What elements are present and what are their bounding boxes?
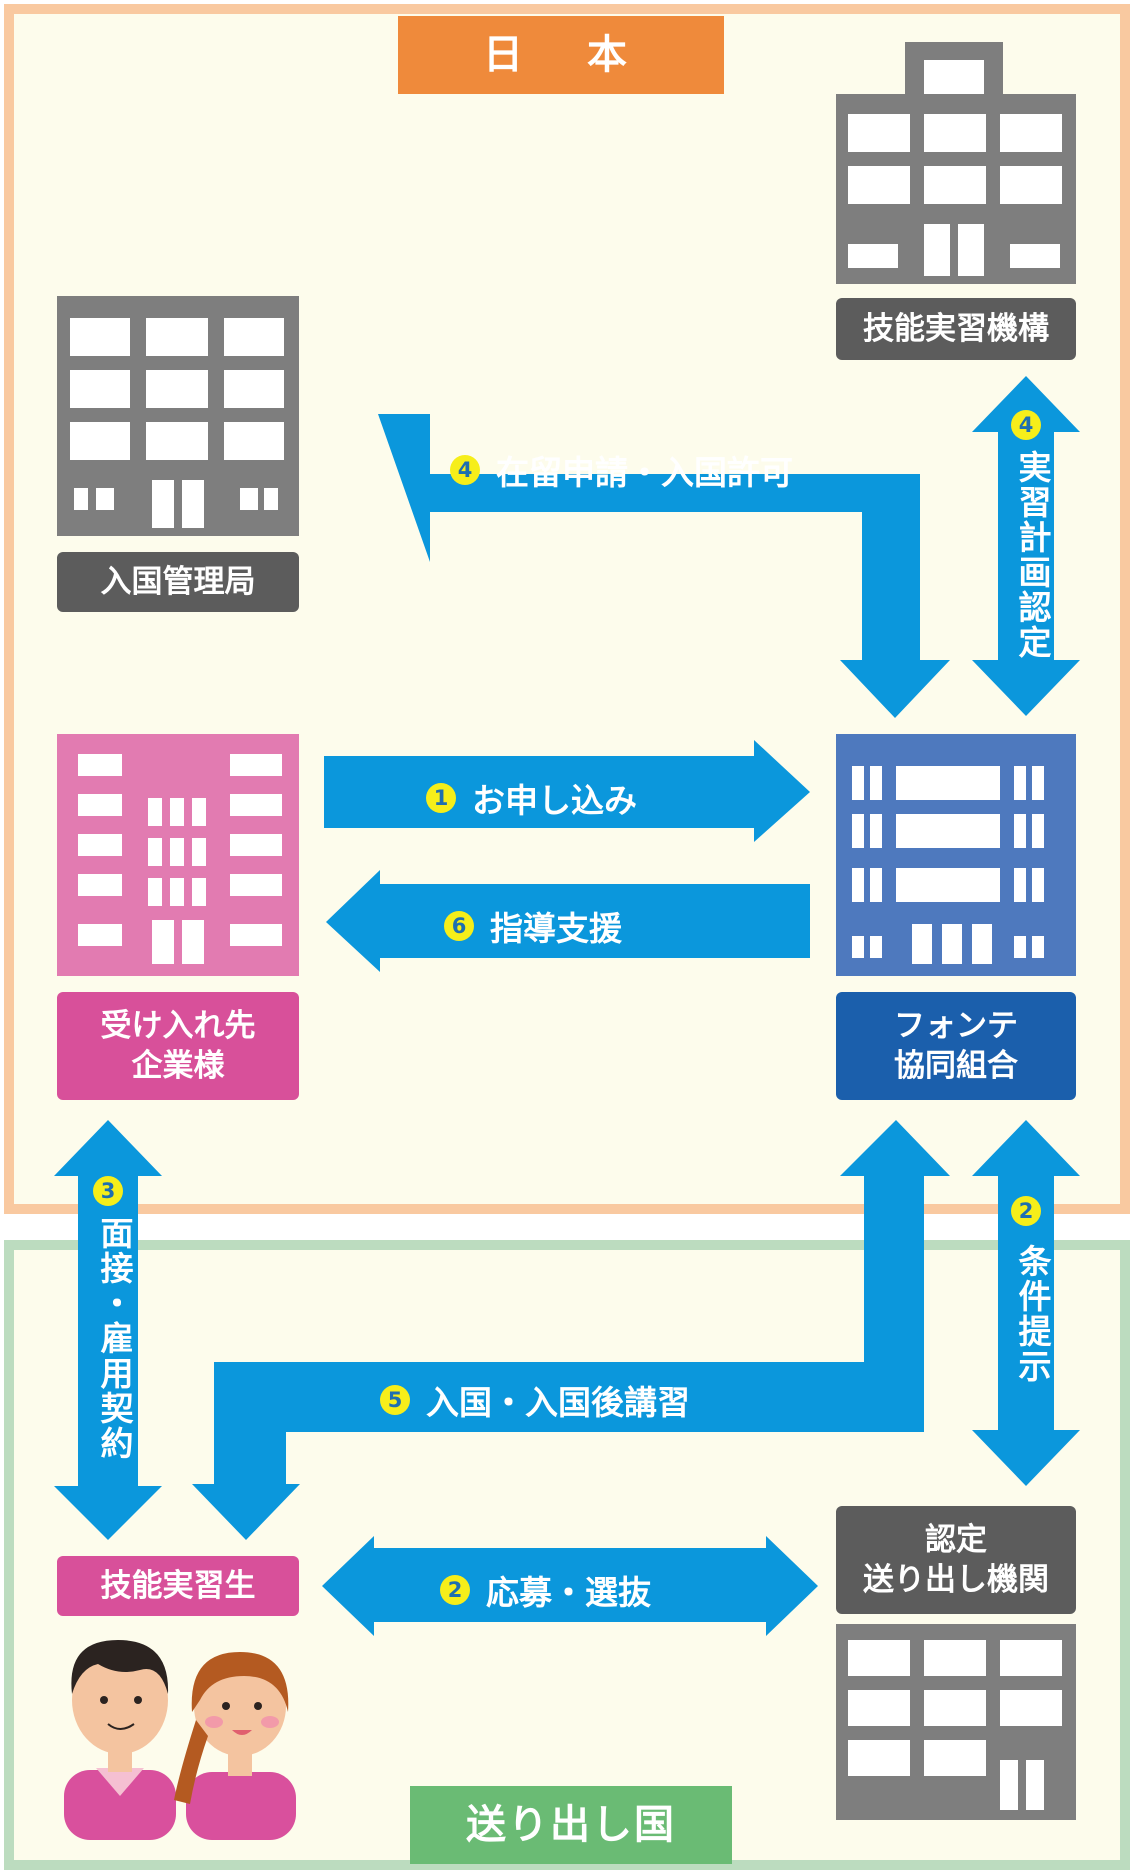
guidance-label: 指導支援 [490, 909, 622, 948]
immigration-label: 入国管理局 [57, 552, 299, 612]
sending-org-building-icon [836, 1624, 1076, 1820]
arrow-apply-text: 1 お申し込み [426, 774, 637, 822]
otit-label: 技能実習機構 [836, 298, 1076, 360]
plan-label: 実習計画認定 [1013, 450, 1052, 660]
arrow-guidance-text: 6 指導支援 [444, 902, 622, 950]
host-company-building-icon [57, 734, 299, 976]
interview-label: 面接・雇用契約 [95, 1216, 134, 1461]
conditions-label: 条件提示 [1013, 1244, 1052, 1384]
step-number-4-badge: 4 [450, 455, 480, 485]
step-number-1-badge: 1 [426, 783, 456, 813]
female-trainee-icon [174, 1652, 296, 1840]
sending-org-label: 認定 送り出し機関 [836, 1506, 1076, 1614]
immigration-building-icon [57, 296, 299, 536]
arrow-apply [324, 740, 810, 842]
arrow-plan [972, 376, 1080, 716]
step-number-6-badge: 6 [444, 911, 474, 941]
arrow-interview [54, 1120, 162, 1540]
arrow-conditions [972, 1120, 1080, 1486]
arrow-entry-text: 5 入国・入国後講習 [380, 1376, 690, 1424]
japan-tab: 日 本 [398, 16, 724, 94]
residence-label: 在留申請・入国許可 [496, 453, 793, 492]
fonte-building-icon [836, 734, 1076, 976]
interview-step-badge: 3 [93, 1176, 123, 1206]
otit-building-icon [836, 42, 1076, 284]
arrow-residence [378, 414, 950, 718]
arrow-guidance [326, 870, 810, 972]
sending-country-tab: 送り出し国 [410, 1786, 732, 1864]
apply-label: お申し込み [472, 781, 637, 820]
conditions-step-badge: 2 [1011, 1196, 1041, 1226]
fonte-label: フォンテ 協同組合 [836, 992, 1076, 1100]
arrow-selection-text: 2 応募・選抜 [440, 1566, 651, 1614]
entry-label: 入国・入国後講習 [426, 1383, 690, 1422]
step-number-2-badge: 2 [440, 1575, 470, 1605]
male-trainee-icon [64, 1640, 176, 1840]
selection-label: 応募・選抜 [486, 1573, 651, 1612]
plan-step-badge: 4 [1011, 410, 1041, 440]
arrow-selection [322, 1536, 818, 1636]
arrow-entry [192, 1120, 950, 1540]
host-company-label: 受け入れ先 企業様 [57, 992, 299, 1100]
trainee-label: 技能実習生 [57, 1556, 299, 1616]
arrow-residence-text: 4 在留申請・入国許可 [450, 446, 793, 494]
step-number-5-badge: 5 [380, 1385, 410, 1415]
